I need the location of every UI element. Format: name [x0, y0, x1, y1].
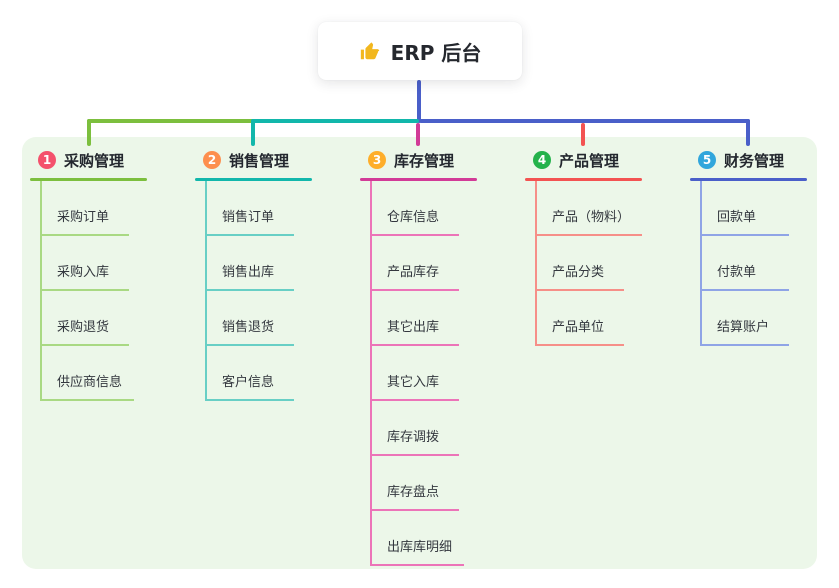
child-node-row: 客户信息 [207, 346, 355, 401]
root-stem-line [417, 80, 421, 123]
child-node-row: 产品分类 [537, 236, 685, 291]
child-node-row: 供应商信息 [42, 346, 190, 401]
drop-line-finance [746, 119, 750, 146]
child-node-row: 销售订单 [207, 181, 355, 236]
branch-underline [195, 178, 312, 181]
child-node-row: 采购订单 [42, 181, 190, 236]
drop-line-sales [251, 119, 255, 146]
branch-title: 产品管理 [559, 151, 620, 170]
drop-line-inventory [416, 123, 420, 146]
child-node[interactable]: 仓库信息 [372, 206, 459, 236]
child-node-row: 仓库信息 [372, 181, 520, 236]
child-node-row: 回款单 [702, 181, 839, 236]
drop-line-purchase [87, 119, 91, 146]
branch-badge: 2 [203, 151, 221, 169]
child-node-row: 产品（物料） [537, 181, 685, 236]
branch-node-sales[interactable]: 2 销售管理 [195, 146, 355, 174]
branch-badge: 4 [533, 151, 551, 169]
child-node-row: 库存调拨 [372, 401, 520, 456]
child-node[interactable]: 客户信息 [207, 371, 294, 401]
child-node[interactable]: 库存调拨 [372, 426, 459, 456]
branch-children: 销售订单销售出库销售退货客户信息 [205, 181, 355, 401]
thumbs-up-icon [360, 42, 379, 60]
branch-badge: 3 [368, 151, 386, 169]
child-node[interactable]: 产品库存 [372, 261, 459, 291]
branch-underline [360, 178, 477, 181]
branch-underline [690, 178, 807, 181]
child-node-row: 库存盘点 [372, 456, 520, 511]
root-node[interactable]: ERP 后台 [318, 22, 522, 80]
child-node[interactable]: 库存盘点 [372, 481, 459, 511]
child-node-row: 付款单 [702, 236, 839, 291]
branch-node-product[interactable]: 4 产品管理 [525, 146, 685, 174]
branch-badge: 5 [698, 151, 716, 169]
branch-underline [525, 178, 642, 181]
child-node[interactable]: 其它出库 [372, 316, 459, 346]
root-label: ERP 后台 [390, 40, 482, 65]
branch-children: 回款单付款单结算账户 [700, 181, 839, 346]
branch-children: 采购订单采购入库采购退货供应商信息 [40, 181, 190, 401]
branch-underline [30, 178, 147, 181]
branch-purchase: 1 采购管理 采购订单采购入库采购退货供应商信息 [30, 146, 190, 401]
child-node-row: 产品库存 [372, 236, 520, 291]
child-node-row: 采购入库 [42, 236, 190, 291]
child-node-row: 其它出库 [372, 291, 520, 346]
branch-title: 财务管理 [724, 151, 785, 170]
child-node[interactable]: 产品（物料） [537, 206, 643, 236]
child-node-row: 采购退货 [42, 291, 190, 346]
child-node[interactable]: 产品分类 [537, 261, 624, 291]
branch-title: 采购管理 [64, 151, 125, 170]
child-node[interactable]: 其它入库 [372, 371, 459, 401]
child-node[interactable]: 产品单位 [537, 316, 624, 346]
branch-node-finance[interactable]: 5 财务管理 [690, 146, 839, 174]
branch-children: 产品（物料） 产品分类产品单位 [535, 181, 685, 346]
branch-node-inventory[interactable]: 3 库存管理 [360, 146, 520, 174]
child-node[interactable]: 结算账户 [702, 316, 789, 346]
branches-panel [22, 137, 817, 569]
branch-badge: 1 [38, 151, 56, 169]
child-node-row: 结算账户 [702, 291, 839, 346]
branch-inventory: 3 库存管理 仓库信息产品库存其它出库其它入库库存调拨库存盘点出库库明细 [360, 146, 520, 566]
branch-node-purchase[interactable]: 1 采购管理 [30, 146, 190, 174]
bus-line-finance [419, 119, 750, 123]
child-node-row: 销售出库 [207, 236, 355, 291]
branch-product: 4 产品管理 产品（物料） 产品分类产品单位 [525, 146, 685, 346]
child-node[interactable]: 采购入库 [42, 261, 129, 291]
child-node-row: 产品单位 [537, 291, 685, 346]
child-node[interactable]: 采购订单 [42, 206, 129, 236]
bus-line-sales [251, 119, 419, 123]
branch-title: 库存管理 [394, 151, 455, 170]
child-node[interactable]: 回款单 [702, 206, 789, 236]
branch-title: 销售管理 [229, 151, 290, 170]
child-node-row: 出库库明细 [372, 511, 520, 566]
branch-sales: 2 销售管理 销售订单销售出库销售退货客户信息 [195, 146, 355, 401]
bus-line-purchase [87, 119, 255, 123]
child-node[interactable]: 出库库明细 [372, 536, 465, 566]
branch-children: 仓库信息产品库存其它出库其它入库库存调拨库存盘点出库库明细 [370, 181, 520, 566]
child-node[interactable]: 付款单 [702, 261, 789, 291]
child-node[interactable]: 销售出库 [207, 261, 294, 291]
child-node-row: 其它入库 [372, 346, 520, 401]
child-node[interactable]: 销售订单 [207, 206, 294, 236]
child-node[interactable]: 采购退货 [42, 316, 129, 346]
child-node-row: 销售退货 [207, 291, 355, 346]
child-node[interactable]: 销售退货 [207, 316, 294, 346]
drop-line-product [581, 123, 585, 146]
branch-finance: 5 财务管理 回款单付款单结算账户 [690, 146, 839, 346]
child-node[interactable]: 供应商信息 [42, 371, 135, 401]
